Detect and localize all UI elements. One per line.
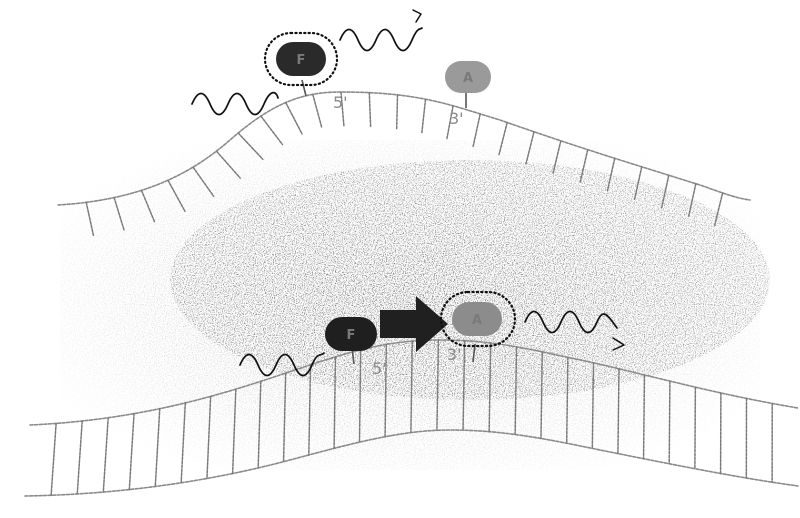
fluorescence-glow <box>263 31 339 87</box>
base-pair-rung <box>180 402 187 484</box>
top-panel: F 5' A 3' <box>57 9 751 237</box>
excitation-light-wave-bottom <box>239 352 325 377</box>
base-tooth <box>140 189 156 224</box>
acceptor-label-bottom: A <box>472 313 482 328</box>
excitation-light-wave <box>191 91 279 116</box>
base-pair-rung <box>488 342 492 433</box>
base-pair-rung <box>384 343 388 438</box>
base-tooth <box>167 179 186 212</box>
bottom-acceptor: A <box>439 290 517 363</box>
fluorophore-body <box>276 42 326 76</box>
base-tooth <box>260 115 284 146</box>
base-tooth <box>606 157 616 192</box>
base-tooth <box>472 113 481 148</box>
emission-arrowhead-icon <box>412 9 422 23</box>
base-tooth <box>395 94 399 130</box>
bottom-dna-outer-backbone <box>29 339 799 426</box>
fluorophore-body-bottom <box>325 317 377 351</box>
fluorophore-label: F <box>297 53 306 68</box>
emission-light-wave <box>339 27 423 52</box>
base-tooth <box>687 182 697 217</box>
base-tooth <box>237 132 264 161</box>
base-pair-rung <box>231 388 237 475</box>
base-pair-rung <box>282 372 287 463</box>
base-pair-rung <box>410 340 414 434</box>
bottom-3prime-label: 3' <box>447 345 462 364</box>
base-pair-rung <box>436 339 440 432</box>
base-pair-rung <box>565 356 569 444</box>
top-fluorophore: F <box>263 31 339 97</box>
base-tooth <box>713 192 724 226</box>
top-3prime-label: 3' <box>449 109 464 128</box>
base-tooth <box>368 91 372 128</box>
base-tooth <box>579 148 589 183</box>
bottom-5prime-label: 5' <box>372 359 387 378</box>
base-pair-rung <box>642 374 646 460</box>
acceptor-glow <box>439 290 517 348</box>
acceptor-body-bottom <box>452 302 502 336</box>
base-tooth <box>312 93 323 129</box>
acceptor-body <box>445 61 491 93</box>
base-pair-rung <box>102 416 109 493</box>
top-dna-backbone <box>57 91 751 206</box>
base-tooth <box>660 174 670 209</box>
base-tooth <box>446 105 454 140</box>
base-pair-rung <box>154 407 161 488</box>
base-tooth <box>215 150 241 179</box>
base-pair-rung <box>668 380 671 465</box>
base-pair-rung <box>540 351 544 440</box>
bottom-dna-inner-backbone <box>24 429 799 497</box>
base-pair-rung <box>617 368 620 455</box>
base-pair-rung <box>333 356 337 450</box>
base-pair-rung <box>462 339 466 431</box>
base-tooth <box>85 201 95 237</box>
base-tooth <box>552 140 562 174</box>
bottom-base-rungs <box>50 339 773 497</box>
base-pair-rung <box>514 346 518 436</box>
top-acceptor: A <box>445 61 491 108</box>
base-tooth <box>421 98 427 134</box>
bottom-panel: F 5' A 3' <box>24 290 799 497</box>
energy-transfer-arrow-icon <box>380 296 448 352</box>
base-tooth <box>525 131 535 165</box>
top-base-ticks <box>85 91 724 237</box>
stipple-background <box>60 140 770 470</box>
base-tooth <box>633 166 643 201</box>
base-pair-rung <box>591 362 595 450</box>
base-tooth <box>340 91 345 127</box>
base-pair-rung <box>128 412 135 491</box>
base-tooth <box>113 196 126 232</box>
base-pair-rung <box>308 364 312 456</box>
base-pair-rung <box>257 380 262 469</box>
top-5prime-label: 5' <box>333 93 348 112</box>
base-pair-rung <box>50 422 57 497</box>
base-tooth <box>192 166 215 197</box>
fluorophore-label-bottom: F <box>347 328 356 343</box>
acceptor-emission-wave <box>524 310 618 334</box>
base-pair-rung <box>76 420 83 495</box>
acceptor-label: A <box>463 71 473 86</box>
base-tooth <box>284 101 303 135</box>
acceptor-emission-arrowhead-icon <box>612 337 625 351</box>
base-pair-rung <box>358 349 362 443</box>
bottom-fluorophore: F <box>325 317 377 365</box>
base-tooth <box>498 121 508 156</box>
base-pair-rung <box>206 395 212 480</box>
